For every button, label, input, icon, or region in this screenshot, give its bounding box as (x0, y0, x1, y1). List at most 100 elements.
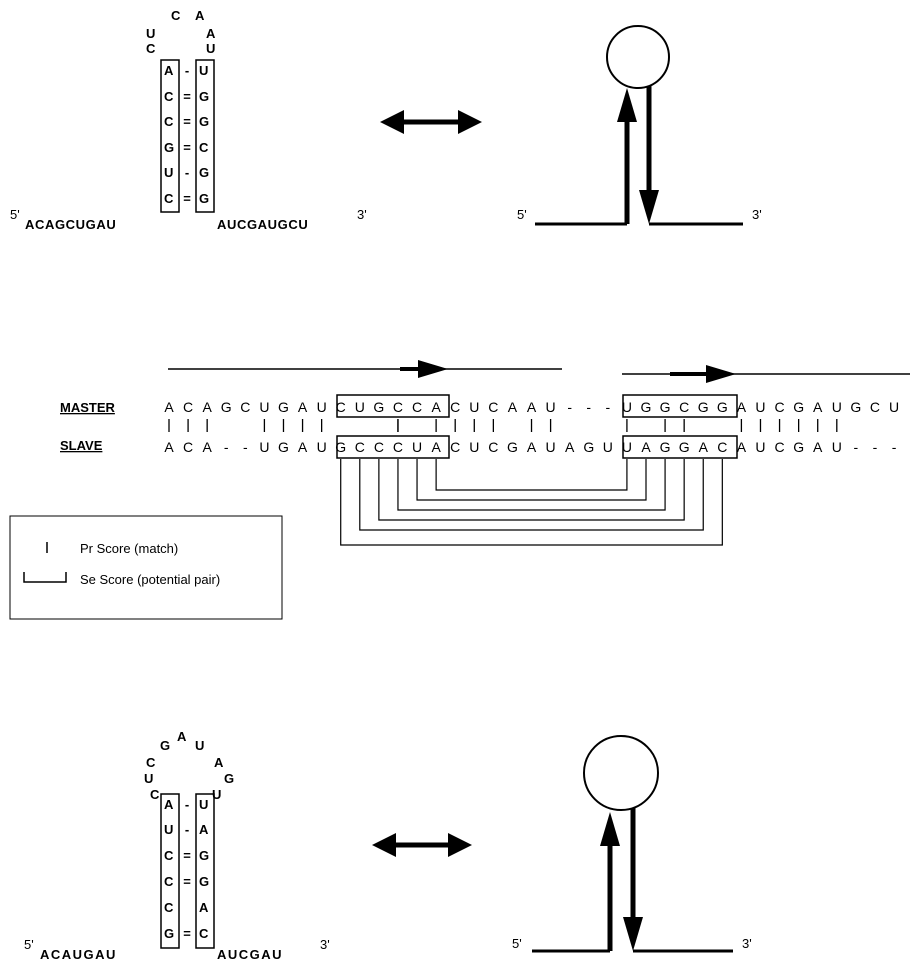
legend-pair-label: Se Score (potential pair) (80, 572, 220, 587)
slave-nt: A (565, 439, 575, 455)
master-nt: A (202, 399, 212, 415)
master-nt: U (317, 399, 327, 415)
top-pair-symbol: = (183, 140, 191, 155)
top-left-tail: ACAGCUGAU (25, 217, 116, 232)
pair-bracket (378, 459, 685, 521)
slave-nt: G (679, 439, 690, 455)
bottom-left-stem-nt: C (164, 848, 174, 863)
slave-nt: G (278, 439, 289, 455)
top-right-stem-nt: C (199, 140, 209, 155)
bottom-loop-nt: U (212, 787, 221, 802)
master-nt: G (660, 399, 671, 415)
bottom-right-stem-nt: G (199, 848, 209, 863)
bottom-left-tail: ACAUGAU (40, 947, 117, 962)
slave-nt: - (873, 439, 878, 455)
bottom-loop-nt: C (150, 787, 160, 802)
bottom-right-stem-nt: U (199, 797, 208, 812)
slave-nt: - (892, 439, 897, 455)
bottom-pair-symbol: = (183, 848, 191, 863)
master-nt: G (278, 399, 289, 415)
master-nt: U (622, 399, 632, 415)
bottom-pair-symbol: = (183, 874, 191, 889)
master-nt: A (508, 399, 518, 415)
bottom-loop-nt: G (160, 738, 170, 753)
slave-nt: G (793, 439, 804, 455)
legend: Pr Score (match) Se Score (potential pai… (9, 515, 283, 620)
bottom-pair-symbol: - (185, 797, 189, 812)
top-5prime-label: 5' (10, 207, 20, 222)
master-nt: G (373, 399, 384, 415)
top-right-stem-box (195, 59, 215, 213)
bottom-double-arrow (372, 833, 472, 857)
master-nt: G (850, 399, 861, 415)
slave-nt: G (583, 439, 594, 455)
bottom-schematic-stem-loop: 5' 3' (512, 735, 752, 953)
top-right-tail: AUCGAUGCU (217, 217, 308, 232)
top-pair-symbol: = (183, 191, 191, 206)
master-nt: A (737, 399, 747, 415)
slave-nt: C (717, 439, 727, 455)
slave-nt: G (660, 439, 671, 455)
master-nt: U (546, 399, 556, 415)
bottom-schematic-3prime: 3' (742, 936, 752, 951)
master-box-right (622, 394, 738, 418)
master-nt: C (336, 399, 346, 415)
slave-nt: C (374, 439, 384, 455)
master-nt: - (567, 399, 572, 415)
bottom-loop-nt: A (177, 729, 187, 744)
pair-bracket (359, 459, 704, 531)
legend-pair-bracket (23, 572, 67, 583)
top-schematic-stem-loop: 5' 3' (517, 25, 762, 226)
bottom-loop-nt: U (195, 738, 204, 753)
master-nt: U (832, 399, 842, 415)
slave-nt: U (832, 439, 842, 455)
bottom-left-stem-nt: A (164, 797, 174, 812)
master-nt: A (298, 399, 308, 415)
master-nt: C (870, 399, 880, 415)
slave-nt: U (469, 439, 479, 455)
top-left-stem-nt: C (164, 89, 174, 104)
bottom-right-stem-box (195, 793, 215, 949)
slave-nt: A (527, 439, 537, 455)
slave-nt: - (854, 439, 859, 455)
top-left-stem-nt: G (164, 140, 174, 155)
slave-nt: U (755, 439, 765, 455)
match-bars (168, 419, 838, 432)
master-nt: C (774, 399, 784, 415)
bottom-loop-nt: C (146, 755, 156, 770)
top-pair-symbol: - (185, 63, 189, 78)
top-left-stem-nt: A (164, 63, 174, 78)
pair-bracket (435, 459, 628, 491)
slave-nt: A (699, 439, 709, 455)
top-pair-symbol: = (183, 114, 191, 129)
master-nt: U (259, 399, 269, 415)
slave-label: SLAVE (60, 438, 103, 453)
bottom-schematic-5prime: 5' (512, 936, 522, 951)
bottom-right-stem-nt: A (199, 822, 209, 837)
master-nt: U (355, 399, 365, 415)
pair-bracket (340, 459, 723, 546)
master-nt: - (606, 399, 611, 415)
slave-nt: G (507, 439, 518, 455)
bottom-right-stem-nt: A (199, 900, 209, 915)
slave-nt: C (488, 439, 498, 455)
bottom-left-stem-nt: G (164, 926, 174, 941)
slave-nt: A (813, 439, 823, 455)
pair-brackets (340, 419, 723, 546)
top-loop-nt: C (171, 8, 181, 23)
master-nt: C (488, 399, 498, 415)
top-loop-nt: A (206, 26, 216, 41)
slave-nt: U (317, 439, 327, 455)
master-nt: G (221, 399, 232, 415)
legend-box (9, 515, 283, 620)
master-label: MASTER (60, 400, 116, 415)
slave-nt: C (393, 439, 403, 455)
master-nt: A (527, 399, 537, 415)
slave-nt: U (622, 439, 632, 455)
top-right-stem-nt: G (199, 89, 209, 104)
bottom-3prime-label: 3' (320, 937, 330, 952)
master-nt: C (412, 399, 422, 415)
master-nt: C (183, 399, 193, 415)
bottom-5prime-label: 5' (24, 937, 34, 952)
